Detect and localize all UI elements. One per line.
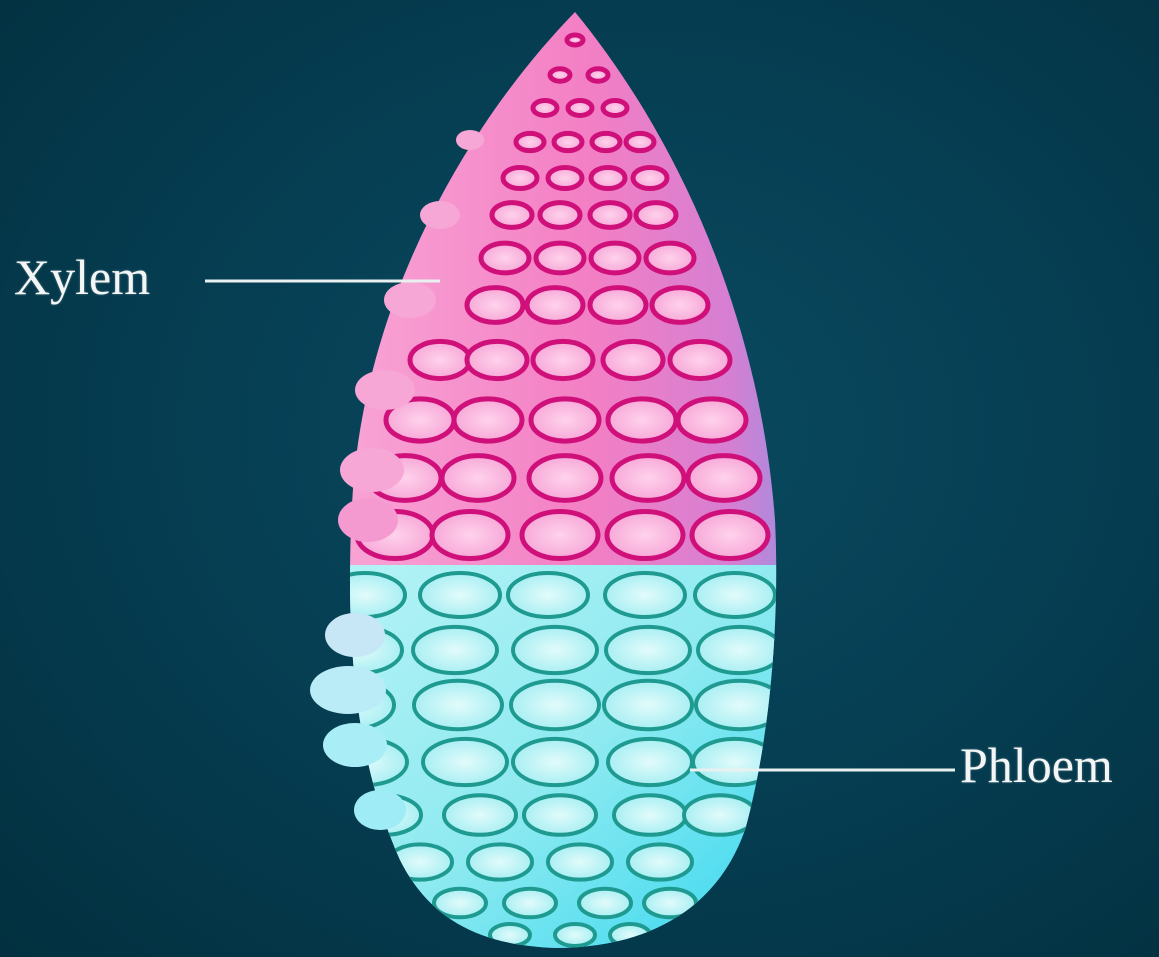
phloem-label: Phloem [960,740,1113,790]
xylem-cell [442,456,514,501]
xylem-cell [432,511,508,558]
xylem-cell [454,399,522,441]
phloem-cell [434,889,486,918]
bundle-edge-bump [384,282,436,318]
phloem-cell [504,889,556,918]
xylem-cell [590,288,646,323]
xylem-cell [527,288,583,323]
xylem-cell [603,101,627,116]
phloem-cell [693,739,777,785]
xylem-cell [481,243,529,273]
phloem-cell [604,681,692,729]
phloem-cell [420,573,500,617]
xylem-cell [590,203,630,228]
phloem-cell [695,573,775,617]
phloem-cell [610,924,650,946]
xylem-cell [608,399,676,441]
xylem-cell [533,341,593,378]
xylem-cell [591,243,639,273]
phloem-cell [579,889,631,918]
phloem-cell [606,627,690,673]
phloem-cell [513,739,597,785]
phloem-cell [414,681,502,729]
phloem-cell [325,573,405,617]
xylem-cell [503,167,537,188]
xylem-cell [467,288,523,323]
xylem-cell [636,203,676,228]
phloem-cell [608,739,692,785]
bundle-edge-bump [354,790,406,830]
phloem-cell [524,795,596,835]
xylem-cell [531,399,599,441]
xylem-cell [633,167,667,188]
xylem-cell [646,243,694,273]
xylem-cell [591,167,625,188]
xylem-cell [692,511,768,558]
phloem-cell [468,844,532,879]
bundle-edge-bump [456,130,484,150]
xylem-cell [626,133,654,150]
phloem-cell [605,573,685,617]
phloem-cell [555,924,595,946]
phloem-cell [423,739,507,785]
xylem-cell [652,288,708,323]
phloem-cell [698,627,782,673]
xylem-label: Xylem [14,252,150,302]
bundle-edge-bump [355,370,415,410]
xylem-cell [529,456,601,501]
xylem-cell [548,167,582,188]
xylem-cell [467,341,527,378]
xylem-cell [688,456,760,501]
phloem-cell [490,924,530,946]
xylem-cell [536,243,584,273]
xylem-cell [533,101,557,116]
xylem-cell [540,203,580,228]
phloem-cell [388,844,452,879]
phloem-cell [413,627,497,673]
xylem-cell [607,511,683,558]
xylem-cell [410,341,470,378]
phloem-cell [508,573,588,617]
xylem-cell [568,101,592,116]
xylem-cell [678,399,746,441]
xylem-cell [550,69,570,81]
phloem-cell [548,844,612,879]
bundle-edge-bump [325,613,385,657]
phloem-cell [444,795,516,835]
phloem-cell [684,795,756,835]
xylem-cell [567,35,583,45]
phloem-cell [644,889,696,918]
bundle-edge-bump [323,723,387,767]
phloem-cell [696,681,784,729]
vascular-bundle [306,0,800,957]
xylem-cell [522,511,598,558]
xylem-cell [554,133,582,150]
phloem-cell [511,681,599,729]
phloem-cell [513,627,597,673]
bundle-edge-bump [420,201,460,229]
phloem-cell [614,795,686,835]
bundle-edge-bump [340,448,404,492]
xylem-cell [492,203,532,228]
xylem-cell [612,456,684,501]
bundle-edge-bump [310,666,386,714]
xylem-cell [588,69,608,81]
bundle-edge-bump [338,498,398,542]
xylem-cell [592,133,620,150]
phloem-cell [628,844,692,879]
xylem-cell [516,133,544,150]
xylem-cell [603,341,663,378]
xylem-cell [670,341,730,378]
